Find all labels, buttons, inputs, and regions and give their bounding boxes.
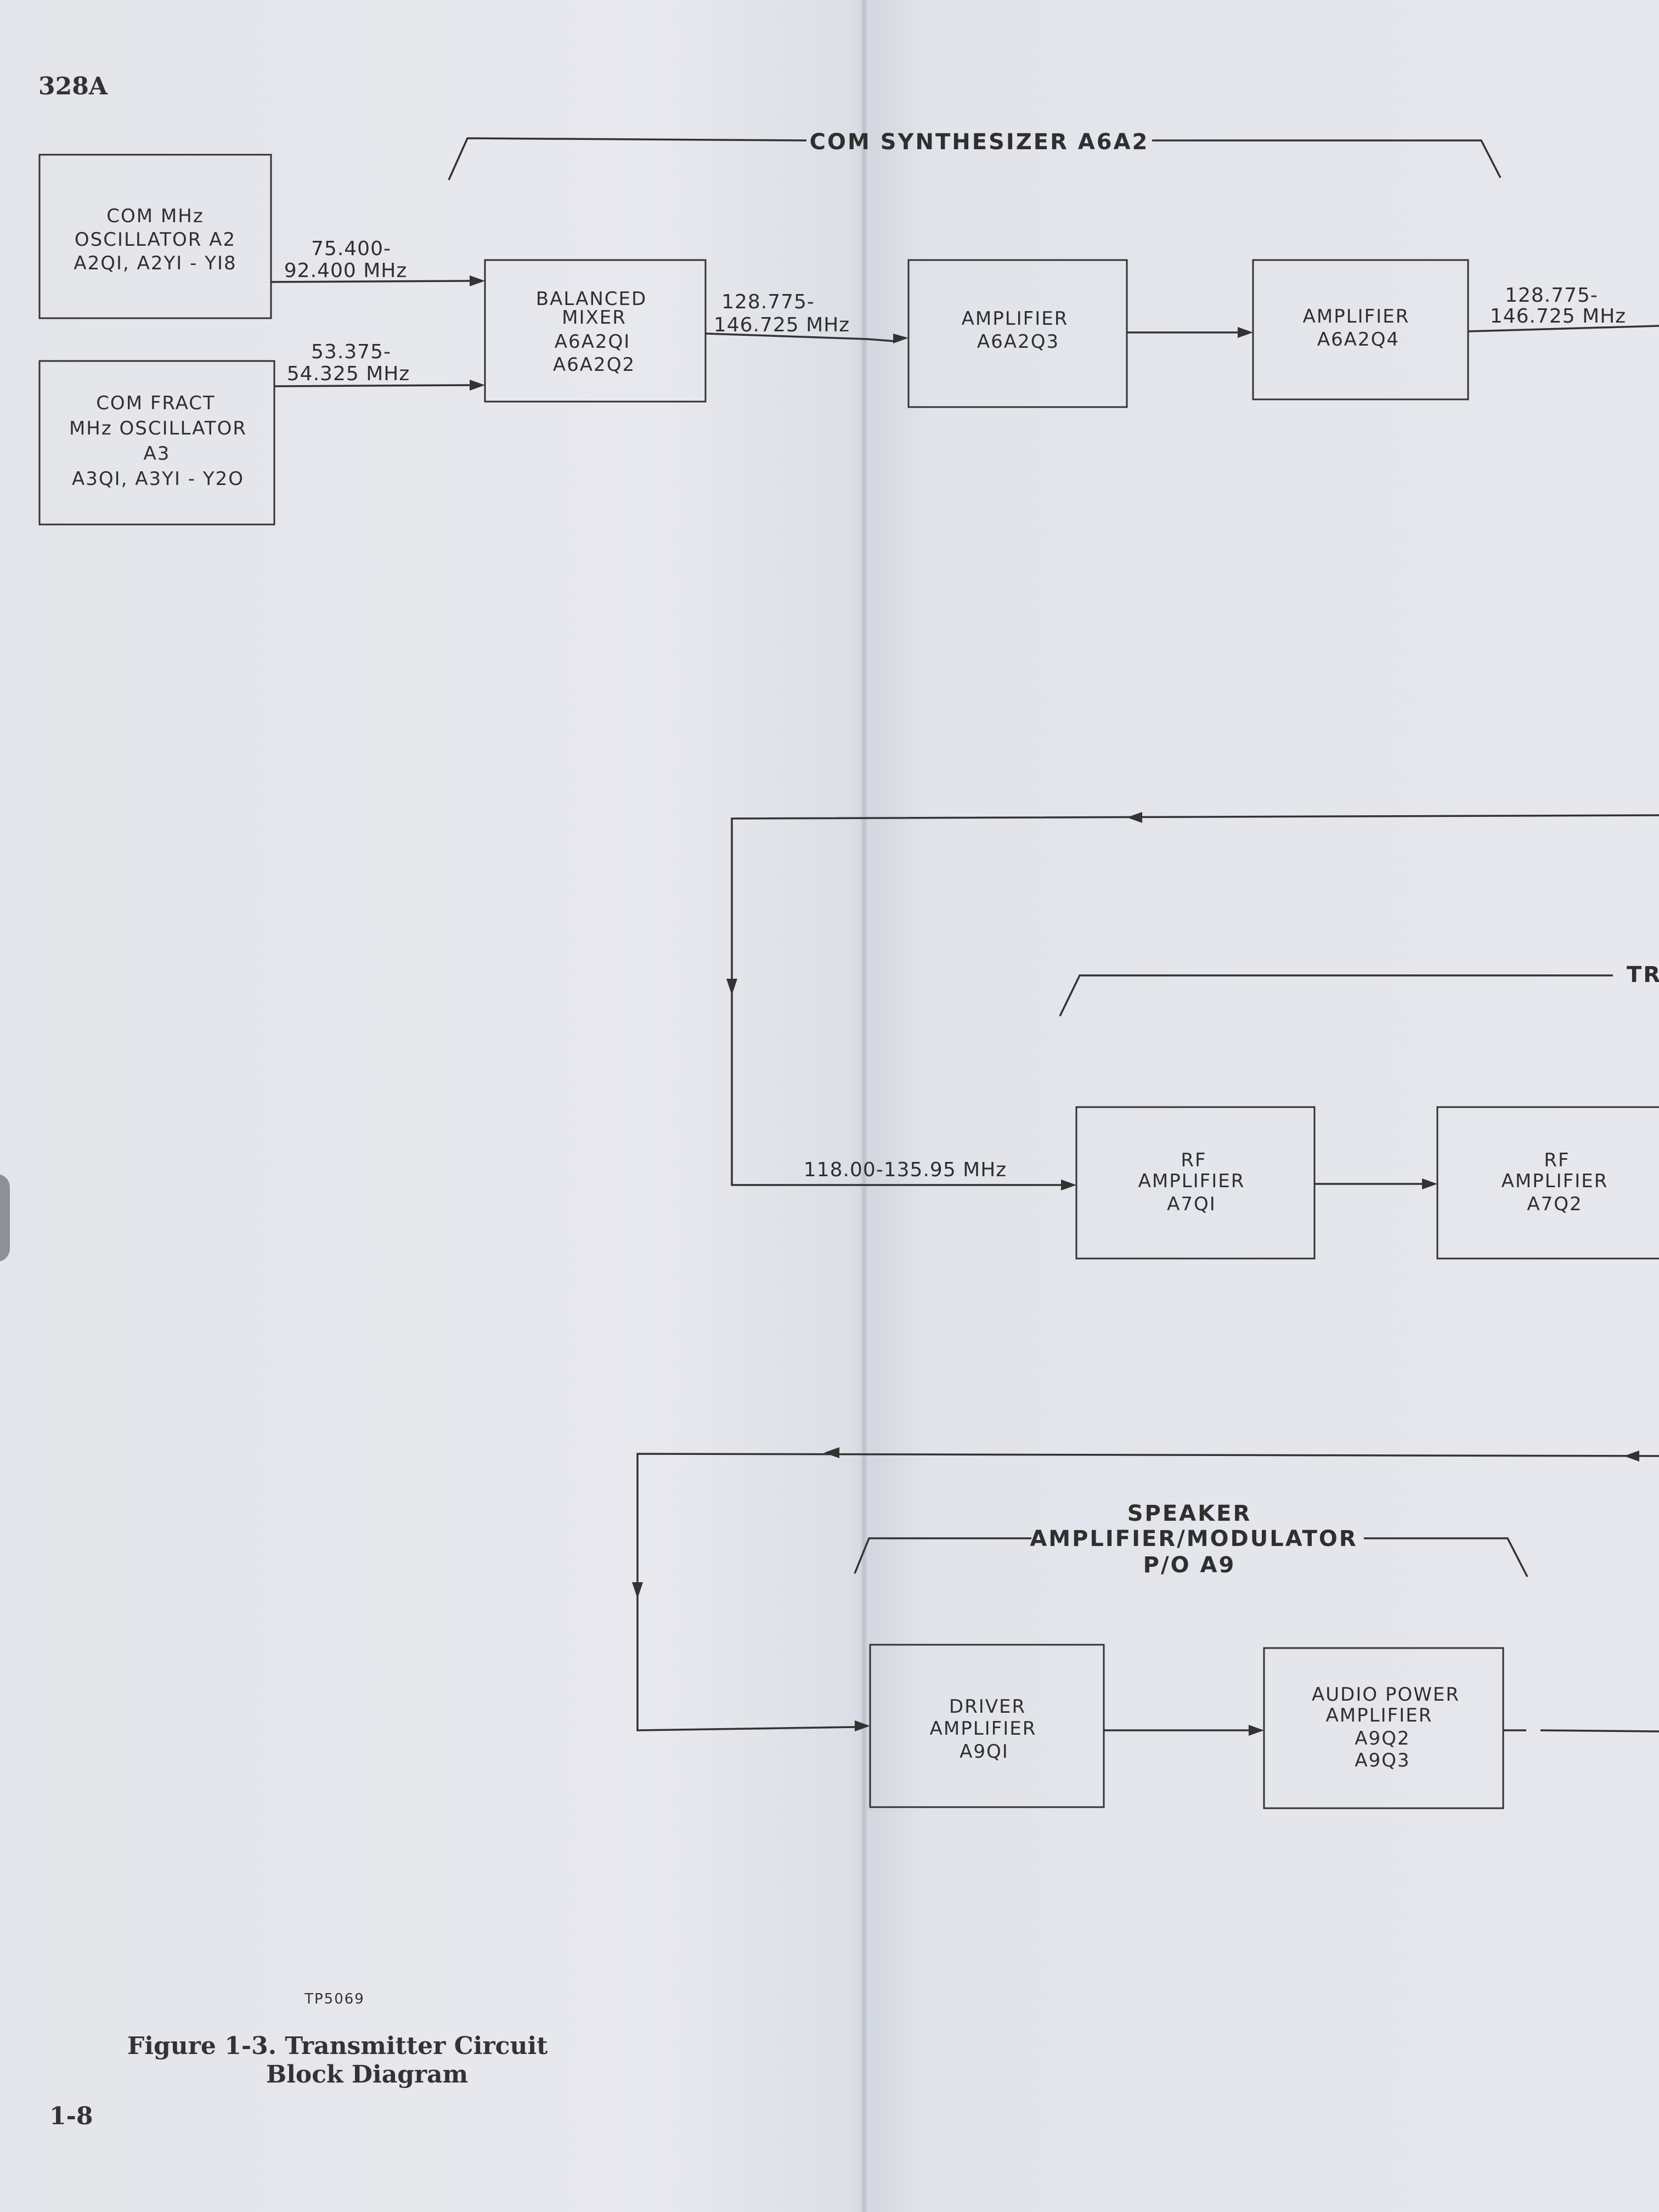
signal-label-mixer-out-2: 146.725 MHz	[714, 314, 850, 336]
block-balanced-mixer: BALANCED MIXER A6A2QI A6A2Q2	[484, 259, 707, 403]
signal-label-mixer-out-1: 128.775-	[721, 291, 815, 313]
svg-text:A3: A3	[144, 443, 171, 465]
svg-text:COM MHz: COM MHz	[106, 205, 204, 227]
wire-rf-feed-loop	[731, 814, 1659, 1186]
svg-text:AUDIO POWER: AUDIO POWER	[1312, 1684, 1460, 1706]
figure-caption-1: Figure 1-3. Transmitter Circuit	[127, 2032, 548, 2060]
arrow-icon	[1422, 1178, 1437, 1189]
signal-label-q4-out-2: 146.725 MHz	[1490, 305, 1626, 328]
arrow-icon	[1624, 1451, 1639, 1462]
svg-text:A6A2Q4: A6A2Q4	[1317, 329, 1400, 351]
svg-text:A7Q2: A7Q2	[1527, 1193, 1582, 1215]
svg-text:A9QI: A9QI	[960, 1741, 1009, 1763]
signal-label-75-400: 75.400-	[311, 238, 391, 260]
svg-text:A6A2QI: A6A2QI	[555, 331, 631, 353]
ref-code: TP5069	[304, 1991, 365, 2007]
svg-text:COM FRACT: COM FRACT	[96, 392, 216, 414]
com-synthesizer-label: COM SYNTHESIZER A6A2	[810, 129, 1149, 155]
speaker-amp-bracket: SPEAKER AMPLIFIER/MODULATOR P/O A9	[854, 1501, 1528, 1578]
arrow-icon	[893, 334, 909, 343]
arrow-icon	[1238, 327, 1253, 338]
signal-label-54-325: 54.325 MHz	[287, 363, 410, 385]
block-rf-amplifier-a7q2: RF AMPLIFIER A7Q2	[1436, 1106, 1659, 1260]
svg-text:MIXER: MIXER	[562, 307, 627, 329]
svg-text:OSCILLATOR A2: OSCILLATOR A2	[75, 229, 236, 251]
block-amplifier-a6a2q3: AMPLIFIER A6A2Q3	[907, 259, 1128, 408]
transmitter-bracket: TR	[1059, 962, 1659, 1017]
svg-text:AMPLIFIER: AMPLIFIER	[1326, 1705, 1433, 1726]
block-com-mhz-oscillator: COM MHz OSCILLATOR A2 A2QI, A2YI - YI8	[38, 154, 272, 319]
arrow-icon	[726, 979, 737, 995]
arrow-icon	[1249, 1725, 1264, 1736]
svg-text:AMPLIFIER: AMPLIFIER	[1502, 1170, 1609, 1192]
svg-text:A3QI, A3YI - Y2O: A3QI, A3YI - Y2O	[72, 468, 244, 490]
svg-text:BALANCED: BALANCED	[536, 288, 647, 310]
speaker-label-1: SPEAKER	[1127, 1501, 1252, 1526]
wire-audio-loop	[636, 1453, 1659, 1731]
svg-text:AMPLIFIER: AMPLIFIER	[930, 1718, 1037, 1740]
signal-label-92-400: 92.400 MHz	[284, 259, 407, 282]
signal-label-53-375: 53.375-	[311, 341, 391, 363]
arrow-icon	[1061, 1180, 1076, 1190]
page-number-top: 328A	[38, 72, 108, 100]
block-driver-amplifier: DRIVER AMPLIFIER A9QI	[869, 1644, 1105, 1808]
svg-text:MHz OSCILLATOR: MHz OSCILLATOR	[69, 417, 247, 439]
svg-text:A6A2Q2: A6A2Q2	[553, 354, 635, 376]
block-com-fract-oscillator: COM FRACT MHz OSCILLATOR A3 A3QI, A3YI -…	[38, 360, 275, 526]
arrow-icon	[470, 275, 485, 286]
svg-text:RF: RF	[1181, 1149, 1206, 1171]
block-amplifier-a6a2q4: AMPLIFIER A6A2Q4	[1252, 259, 1469, 400]
arrow-icon	[470, 380, 485, 391]
arrow-icon	[855, 1720, 870, 1731]
svg-text:A9Q3: A9Q3	[1355, 1750, 1410, 1771]
speaker-label-2: AMPLIFIER/MODULATOR	[1030, 1526, 1357, 1551]
com-synthesizer-bracket: COM SYNTHESIZER A6A2	[448, 129, 1502, 180]
arrow-icon	[824, 1447, 839, 1458]
svg-text:AMPLIFIER: AMPLIFIER	[1303, 306, 1410, 328]
svg-text:A7QI: A7QI	[1167, 1193, 1216, 1215]
arrow-icon	[632, 1582, 643, 1599]
svg-text:RF: RF	[1544, 1149, 1570, 1171]
page-number-bottom: 1-8	[49, 2102, 93, 2130]
figure-caption-2: Block Diagram	[266, 2061, 468, 2089]
binder-clip	[0, 1174, 10, 1262]
paper-fold	[860, 0, 868, 2212]
svg-text:AMPLIFIER: AMPLIFIER	[962, 308, 1069, 330]
wire-amp-q4-out	[1468, 325, 1659, 332]
svg-text:A2QI, A2YI - YI8: A2QI, A2YI - YI8	[74, 252, 236, 274]
transmitter-label-partial: TR	[1627, 962, 1659, 988]
signal-label-q4-out-1: 128.775-	[1505, 284, 1598, 307]
svg-text:A9Q2: A9Q2	[1355, 1728, 1410, 1750]
block-rf-amplifier-a7q1: RF AMPLIFIER A7QI	[1075, 1106, 1316, 1260]
block-audio-power-amplifier: AUDIO POWER AMPLIFIER A9Q2 A9Q3	[1263, 1647, 1504, 1809]
arrow-icon	[1127, 812, 1142, 823]
svg-text:AMPLIFIER: AMPLIFIER	[1138, 1170, 1245, 1192]
wire-osc-a3-to-mixer	[274, 384, 473, 387]
wire-mixer-to-amp-q3	[705, 332, 896, 342]
wire-audio-out-b	[1540, 1729, 1659, 1733]
svg-text:DRIVER: DRIVER	[949, 1696, 1026, 1718]
speaker-label-3: P/O A9	[1143, 1553, 1236, 1578]
wire-osc-a2-to-mixer	[270, 280, 473, 283]
signal-label-rf-in: 118.00-135.95 MHz	[804, 1159, 1007, 1181]
svg-text:A6A2Q3: A6A2Q3	[977, 331, 1059, 353]
